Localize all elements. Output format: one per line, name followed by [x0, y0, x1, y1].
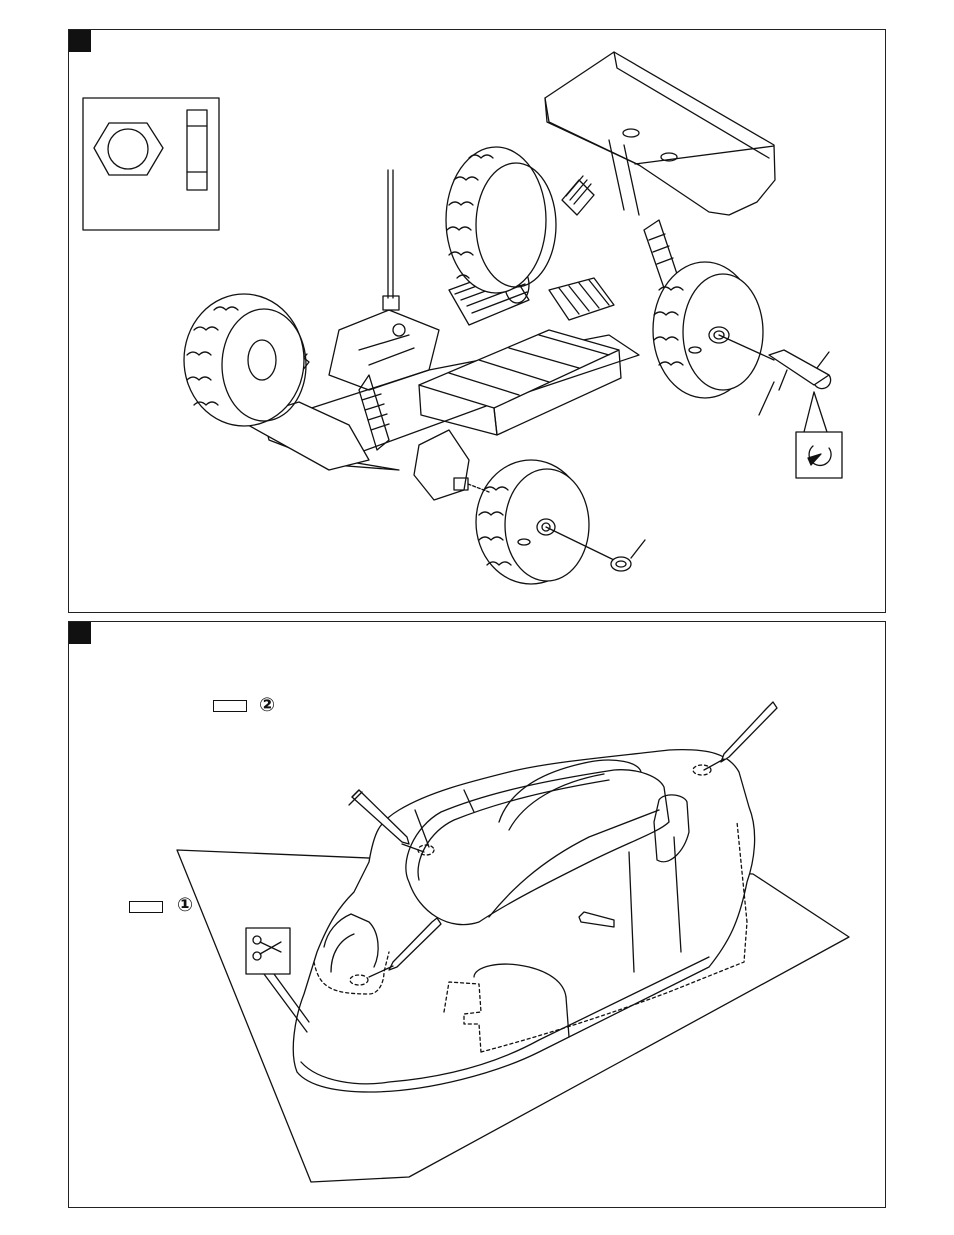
step-2-illustration [69, 622, 885, 1207]
step-1-panel [68, 29, 886, 613]
step-2-panel: ② ① [68, 621, 886, 1208]
antenna [383, 170, 399, 310]
step-1-illustration [69, 30, 885, 612]
rear-left-wheel [446, 147, 556, 293]
hex-nut-icon [83, 98, 219, 230]
front-right-hub [414, 430, 489, 500]
rear-right-wheel [653, 262, 763, 398]
esc [549, 278, 614, 320]
rear-wing [545, 52, 775, 215]
front-left-wheel [184, 294, 306, 426]
front-right-wheel [476, 460, 589, 584]
rotate-counterclockwise-icon [796, 392, 842, 478]
